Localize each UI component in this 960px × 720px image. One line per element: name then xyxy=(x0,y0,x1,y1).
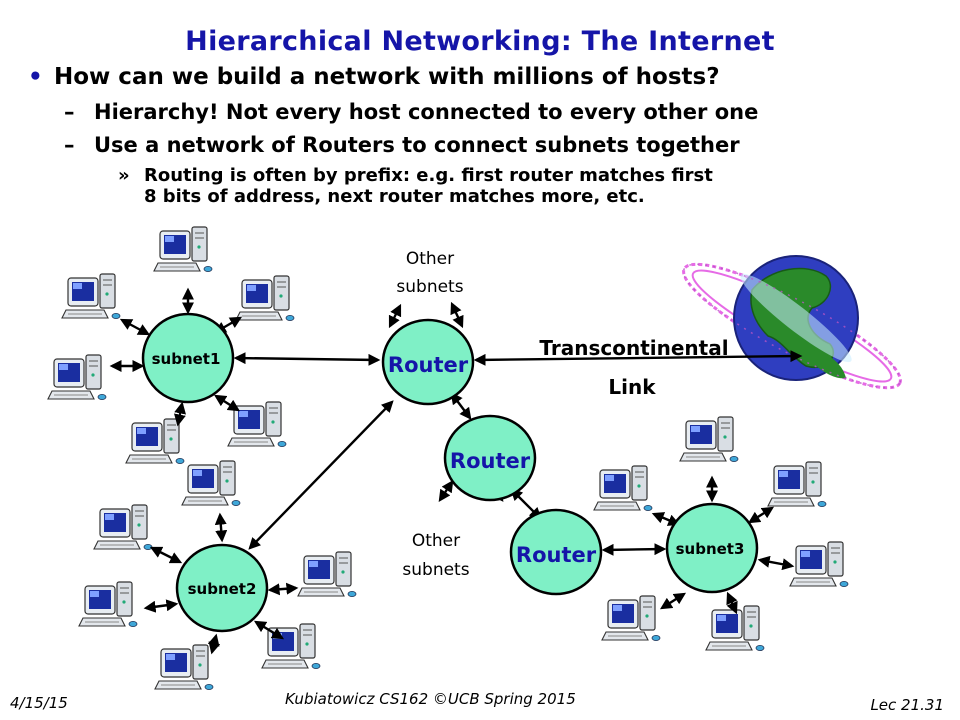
main-bullet-text: How can we build a network with millions… xyxy=(54,64,720,90)
link-router-subnet2 xyxy=(248,400,394,550)
subnet2-cluster: subnet2 xyxy=(78,504,357,691)
sub-bullet-1: –Hierarchy! Not every host connected to … xyxy=(64,100,758,124)
other-subnets-top-line-2: subnets xyxy=(396,277,463,297)
sub-sub-bullet: » Routing is often by prefix: e.g. first … xyxy=(118,165,713,207)
desktop-computer-icon xyxy=(789,541,849,588)
link-label: Link xyxy=(608,375,656,399)
sub-bullet-2: –Use a network of Routers to connect sub… xyxy=(64,133,740,157)
desktop-computer-icon xyxy=(61,273,121,320)
subnet2-label: subnet2 xyxy=(188,580,257,598)
desktop-computer-icon xyxy=(78,581,138,628)
link-router-router xyxy=(450,392,472,420)
link-router-subnet3 xyxy=(601,543,667,556)
router-middle-node xyxy=(443,414,537,502)
sub-bullet-2-text: Use a network of Routers to connect subn… xyxy=(94,133,740,157)
footer-course: Kubiatowicz CS162 ©UCB Spring 2015 xyxy=(285,690,576,708)
router-bottom-node xyxy=(509,508,603,596)
sub-sub-bullet-line-1: Routing is often by prefix: e.g. first r… xyxy=(144,165,713,186)
other-subnets-top-line-1: Other xyxy=(406,249,454,269)
bullet-dash: – xyxy=(64,100,75,124)
desktop-computer-icon xyxy=(705,605,765,652)
desktop-computer-icon xyxy=(767,461,827,508)
desktop-computer-icon xyxy=(181,460,241,507)
other-subnets-bottom-line-2: subnets xyxy=(402,560,469,580)
subnet1-cluster: subnet1 xyxy=(47,226,295,507)
link-other-subnets-bottom-left xyxy=(438,480,454,502)
transcontinental-label: Transcontinental xyxy=(539,336,728,360)
sub-bullet-1-text: Hierarchy! Not every host connected to e… xyxy=(94,100,759,124)
subnet3-label: subnet3 xyxy=(676,540,745,558)
link-other-subnets-top-left xyxy=(388,303,402,329)
subnet1-node xyxy=(141,312,235,404)
router-top-label: Router xyxy=(388,353,469,377)
desktop-computer-icon xyxy=(47,354,107,401)
desktop-computer-icon xyxy=(154,644,214,691)
desktop-computer-icon xyxy=(125,418,185,465)
main-bullet: • How can we build a network with million… xyxy=(28,64,720,90)
desktop-computer-icon xyxy=(679,416,739,463)
subnet2-node xyxy=(175,543,269,633)
desktop-computer-icon xyxy=(93,504,153,551)
bullet-raquo: » xyxy=(118,165,130,186)
subnet3-node xyxy=(665,502,759,594)
bullet-dot: • xyxy=(28,64,43,90)
other-subnets-bottom-line-1: Other xyxy=(412,531,460,551)
footer-date: 4/15/15 xyxy=(10,694,68,712)
router-top-node xyxy=(381,318,475,406)
subnet1-label: subnet1 xyxy=(152,350,221,368)
transcontinental-link-line xyxy=(473,350,803,366)
slide-title: Hierarchical Networking: The Internet xyxy=(185,26,775,57)
router-bottom-label: Router xyxy=(516,543,597,567)
globe-icon xyxy=(682,255,902,390)
footer-lecture: Lec 21.31 xyxy=(870,696,944,714)
subnet3-cluster: subnet3 xyxy=(593,416,849,652)
link-subnet1-router xyxy=(233,352,381,366)
router-middle-label: Router xyxy=(450,449,531,473)
desktop-computer-icon xyxy=(297,551,357,598)
desktop-computer-icon xyxy=(593,465,653,512)
desktop-computer-icon xyxy=(235,275,295,322)
sub-sub-bullet-line-2: 8 bits of address, next router matches m… xyxy=(144,186,645,207)
desktop-computer-icon xyxy=(601,595,661,642)
link-other-subnets-top-right xyxy=(450,301,464,329)
desktop-computer-icon xyxy=(153,226,213,273)
bullet-dash: – xyxy=(64,133,75,157)
